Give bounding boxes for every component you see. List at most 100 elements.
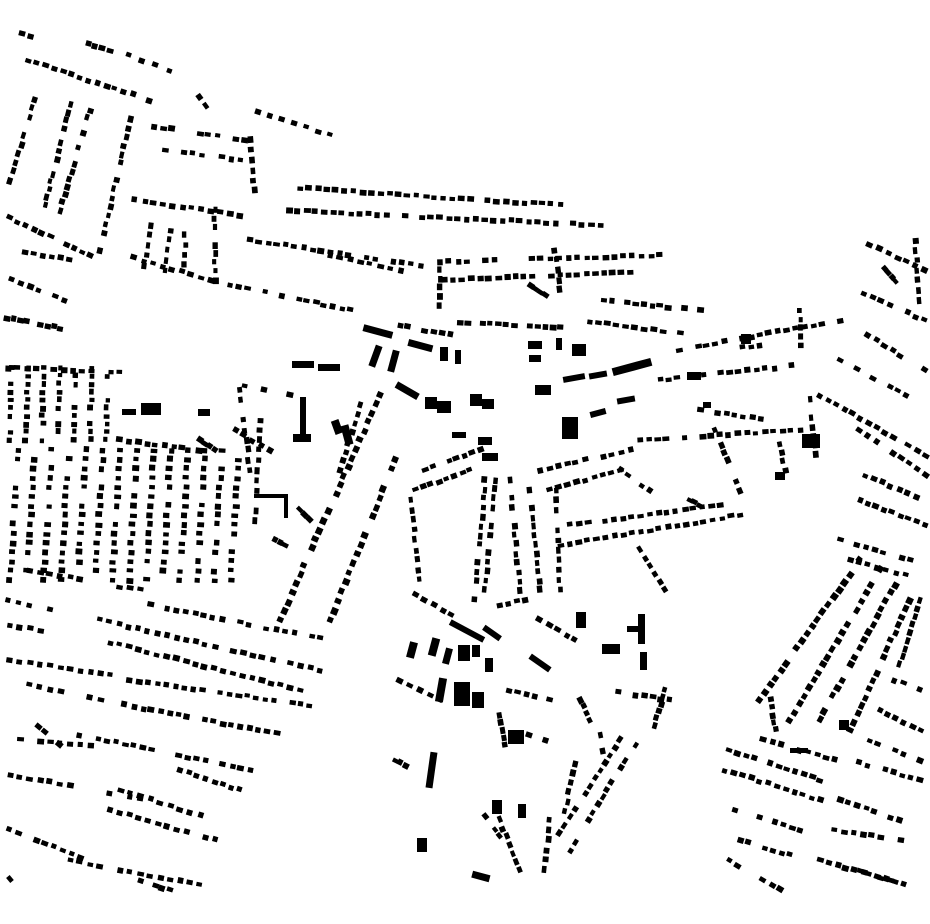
- building: [509, 850, 516, 858]
- building: [591, 255, 599, 261]
- building: [779, 457, 786, 465]
- building: [775, 472, 785, 480]
- building: [589, 809, 596, 817]
- building: [501, 741, 508, 748]
- building: [20, 131, 27, 140]
- building: [458, 277, 465, 283]
- building: [534, 219, 541, 225]
- building: [534, 324, 542, 329]
- building: [411, 526, 418, 533]
- building: [160, 559, 167, 565]
- building: [890, 878, 899, 885]
- building: [226, 691, 233, 697]
- building: [816, 714, 825, 724]
- building: [592, 536, 601, 542]
- building: [592, 271, 599, 276]
- building: [228, 557, 235, 563]
- building: [256, 436, 263, 444]
- building: [243, 285, 252, 291]
- building: [145, 97, 153, 105]
- building: [363, 254, 370, 261]
- building: [111, 540, 117, 546]
- building: [36, 321, 44, 329]
- building: [915, 776, 924, 784]
- building: [699, 519, 707, 525]
- building: [797, 427, 804, 433]
- building: [516, 569, 522, 576]
- building: [4, 597, 11, 604]
- building: [174, 752, 183, 759]
- building: [545, 696, 554, 703]
- building: [719, 516, 726, 522]
- building: [292, 361, 314, 368]
- building: [200, 484, 207, 490]
- building: [580, 702, 588, 710]
- building: [95, 863, 104, 870]
- building: [93, 540, 100, 546]
- building: [186, 879, 194, 886]
- building: [6, 437, 12, 443]
- building: [554, 462, 562, 470]
- building: [197, 205, 205, 212]
- building: [57, 688, 65, 695]
- building: [646, 528, 654, 534]
- building: [515, 217, 523, 224]
- building: [116, 641, 123, 647]
- building: [50, 366, 58, 373]
- building: [46, 662, 54, 668]
- building: [180, 149, 188, 156]
- building: [407, 338, 434, 353]
- building: [143, 627, 150, 635]
- building: [882, 644, 891, 654]
- building: [695, 502, 703, 509]
- building: [825, 397, 833, 404]
- building: [556, 277, 563, 285]
- building: [137, 586, 144, 592]
- building: [771, 674, 780, 683]
- building: [198, 409, 210, 416]
- building: [557, 542, 565, 549]
- building: [888, 273, 897, 282]
- building: [921, 521, 929, 529]
- building: [665, 377, 672, 383]
- building: [282, 241, 289, 248]
- building: [97, 502, 104, 509]
- building: [36, 570, 45, 576]
- building: [476, 445, 485, 454]
- building: [115, 475, 122, 481]
- building: [109, 560, 116, 565]
- building: [446, 457, 453, 464]
- building: [56, 781, 63, 787]
- building: [5, 825, 13, 833]
- building: [637, 437, 644, 443]
- building: [440, 347, 448, 361]
- building: [611, 254, 618, 261]
- building: [254, 239, 263, 245]
- building: [249, 652, 257, 659]
- building: [339, 306, 346, 312]
- building: [236, 619, 244, 625]
- building: [7, 413, 13, 420]
- building: [897, 836, 905, 844]
- building: [438, 276, 443, 283]
- building: [738, 771, 747, 779]
- building: [734, 430, 742, 437]
- building: [7, 772, 14, 779]
- building: [641, 692, 649, 699]
- building: [648, 254, 655, 259]
- building: [367, 190, 375, 197]
- building: [600, 453, 607, 461]
- building: [823, 600, 832, 609]
- building: [747, 773, 756, 782]
- building: [47, 178, 53, 185]
- building: [17, 279, 25, 287]
- building: [902, 391, 910, 399]
- building: [907, 774, 914, 781]
- building: [272, 241, 281, 247]
- building: [244, 693, 251, 698]
- building: [41, 61, 50, 69]
- building: [267, 680, 275, 687]
- building: [117, 787, 125, 794]
- building: [254, 726, 261, 734]
- building: [825, 859, 833, 866]
